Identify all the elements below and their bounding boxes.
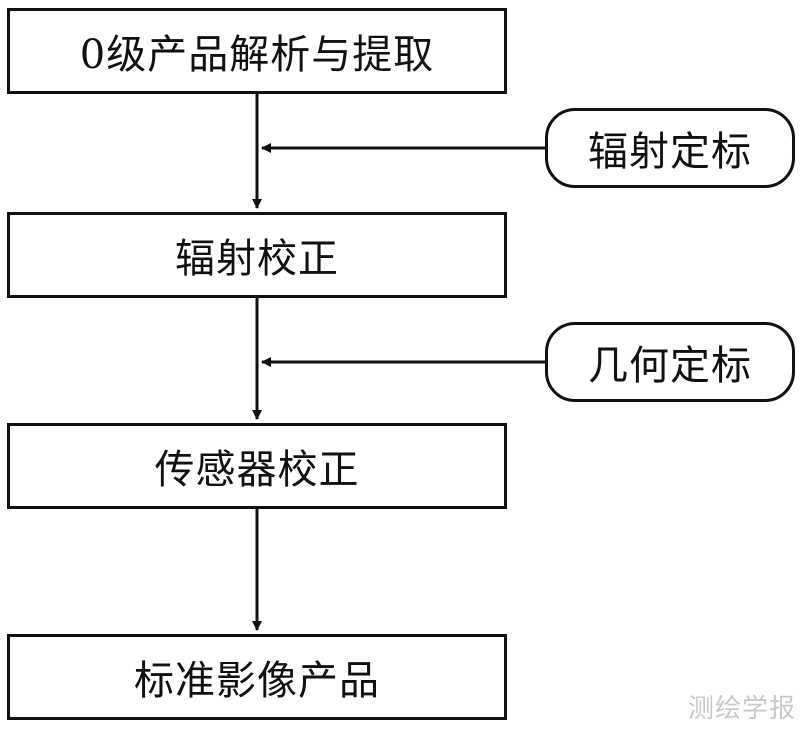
step-sensor-correction: 传感器校正 <box>7 423 507 509</box>
step-label: 传感器校正 <box>154 447 360 493</box>
step-standard-image-product: 标准影像产品 <box>7 634 507 720</box>
input-geometric-calibration: 几何定标 <box>545 322 795 402</box>
input-label: 几何定标 <box>588 343 752 389</box>
input-radiometric-calibration: 辐射定标 <box>545 108 795 188</box>
step-label: 0级产品解析与提取 <box>79 32 435 78</box>
step-label: 辐射校正 <box>175 236 339 282</box>
step-level0-parse-extract: 0级产品解析与提取 <box>7 8 507 94</box>
journal-watermark: 测绘学报 <box>688 694 797 724</box>
step-radiometric-correction: 辐射校正 <box>7 212 507 298</box>
input-label: 辐射定标 <box>588 129 752 175</box>
step-label: 标准影像产品 <box>134 658 380 704</box>
